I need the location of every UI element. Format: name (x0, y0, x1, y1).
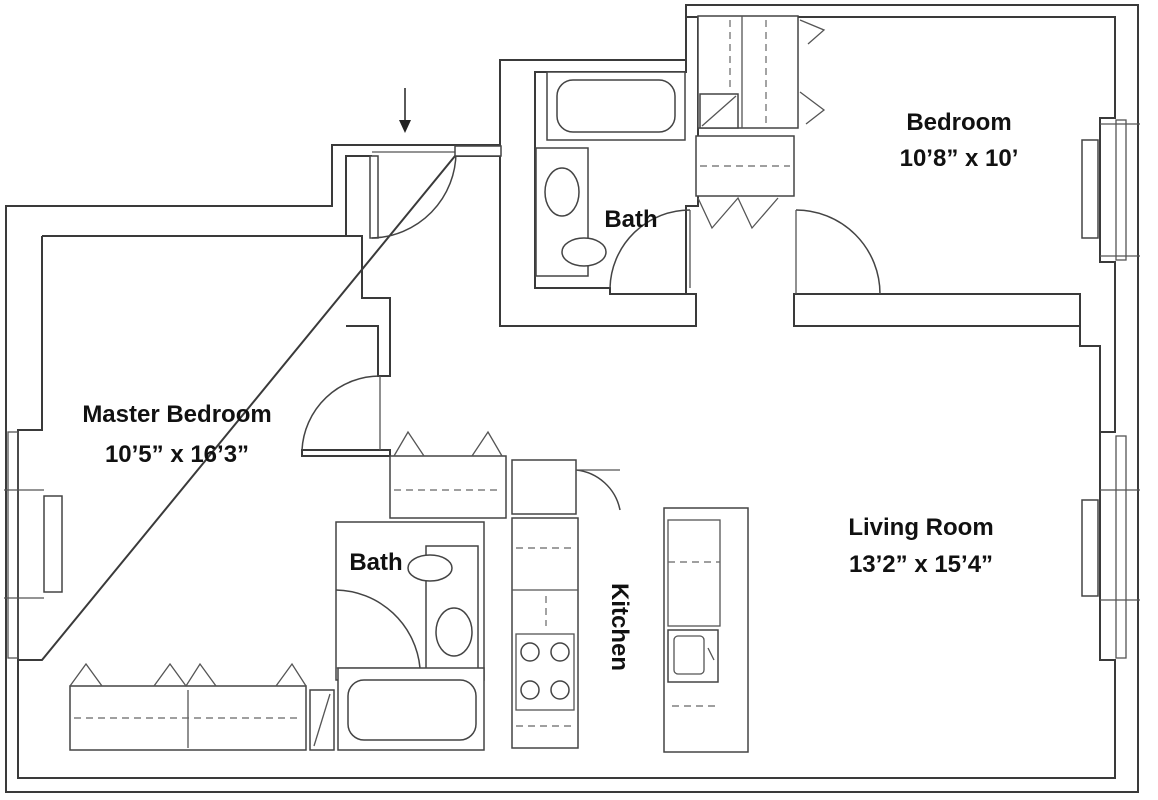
upper-bath-name: Bath (604, 206, 657, 233)
living-room-dims: 13’2” x 15’4” (849, 551, 993, 578)
windows (4, 119, 1140, 659)
upper-bath-fixtures (535, 71, 691, 289)
kitchen-name: Kitchen (606, 583, 633, 671)
entry-arrow-head (399, 120, 411, 133)
exterior-walls (5, 4, 1139, 793)
entry (369, 88, 502, 239)
lower-bath-name: Bath (349, 549, 402, 576)
bedroom-name: Bedroom (906, 109, 1011, 136)
master-bedroom-dims: 10’5” x 16’3” (105, 441, 249, 468)
master-bedroom-name: Master Bedroom (82, 401, 271, 428)
kitchen-fixtures (511, 507, 749, 753)
living-room-name: Living Room (848, 514, 993, 541)
master-bedroom-fixtures (69, 375, 621, 751)
bedroom-dims: 10’8” x 10’ (900, 145, 1019, 172)
room-labels: Bedroom 10’8” x 10’ Bath Master Bedroom … (82, 109, 1018, 671)
lower-bath-fixtures (335, 521, 485, 751)
upper-closets (695, 15, 881, 295)
